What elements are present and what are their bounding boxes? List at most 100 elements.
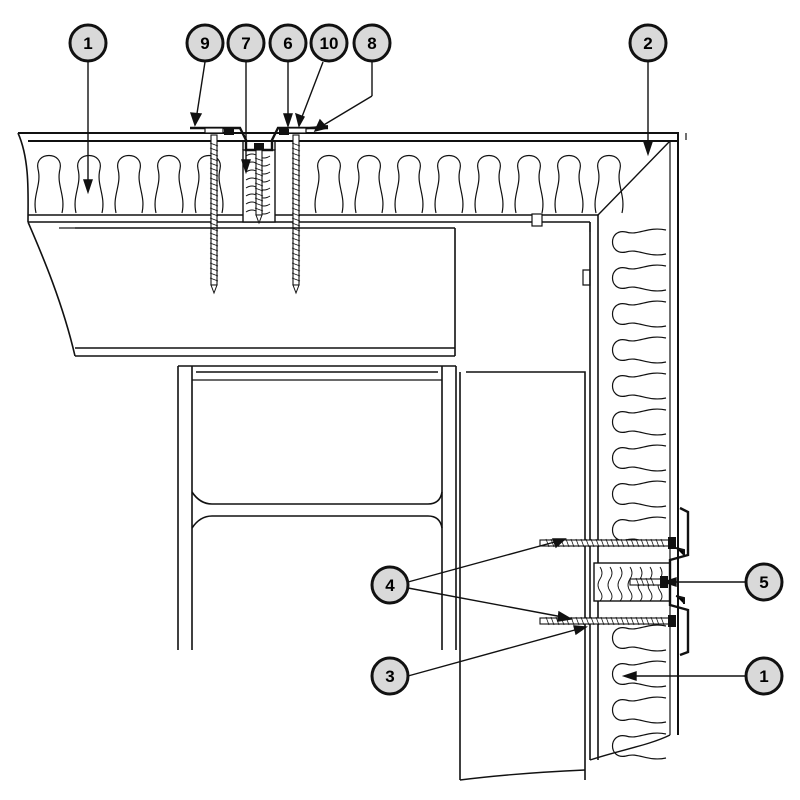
callout-1-wall-label: 1	[759, 667, 768, 686]
callout-1-roof-label: 1	[83, 34, 92, 53]
insulation-lamella	[612, 228, 667, 256]
screw-thread	[254, 192, 264, 197]
roof-panel-joint	[190, 125, 329, 295]
screw-thread	[209, 187, 219, 192]
screw-tip	[292, 284, 300, 295]
screw-thread	[209, 157, 219, 162]
screw-thread	[291, 197, 301, 202]
insulation-lamella	[34, 155, 64, 214]
screw-thread	[640, 616, 645, 626]
callout-4: 4	[370, 565, 410, 605]
screw-thread	[595, 616, 600, 626]
callout-4-label: 4	[385, 576, 395, 595]
screw-thread	[291, 152, 301, 157]
screw-thread	[291, 272, 301, 277]
insulation-lamella	[314, 155, 344, 214]
insulation-lamella	[612, 336, 667, 364]
leader-lines	[83, 61, 745, 681]
screw-thread	[291, 232, 301, 237]
screw-thread	[650, 616, 655, 626]
screw-thread	[291, 217, 301, 222]
screw-thread	[254, 172, 264, 177]
screw-thread	[291, 242, 301, 247]
screw-thread	[645, 616, 650, 626]
callout-6-label: 6	[283, 34, 292, 53]
screw-thread	[610, 538, 615, 548]
screw-thread	[254, 162, 264, 167]
screw-thread	[545, 538, 550, 548]
screw-thread	[630, 616, 635, 626]
callout-2: 2	[628, 23, 668, 63]
insulation-lamella	[612, 264, 667, 292]
callout-10-label: 10	[320, 34, 339, 53]
insulation-lamella	[114, 155, 144, 214]
screw-thread	[655, 538, 660, 548]
insulation-lamella	[612, 372, 667, 400]
screw-thread	[209, 222, 219, 227]
screw-thread	[630, 538, 635, 548]
screw-thread	[620, 538, 625, 548]
screw-thread	[254, 167, 264, 172]
insulation-lamella	[612, 408, 667, 436]
filler-hatch	[617, 566, 623, 602]
screw-thread	[545, 616, 550, 626]
screw-thread	[645, 538, 650, 548]
roof-screws	[209, 134, 301, 295]
screw-thread	[291, 177, 301, 182]
screw-thread	[209, 262, 219, 267]
steel-column	[177, 365, 457, 650]
screw-thread	[291, 142, 301, 147]
screw-thread	[209, 192, 219, 197]
screw-thread	[209, 277, 219, 282]
screw-thread	[254, 177, 264, 182]
screw-thread	[209, 167, 219, 172]
screw-thread	[291, 182, 301, 187]
screw-thread	[600, 616, 605, 626]
screw-head	[668, 537, 676, 549]
screw-thread	[209, 197, 219, 202]
callout-9-label: 9	[200, 34, 209, 53]
screw-thread	[291, 212, 301, 217]
screw-thread	[209, 232, 219, 237]
screw-thread	[605, 616, 610, 626]
screw-thread	[291, 237, 301, 242]
screw-thread	[209, 152, 219, 157]
screw-thread	[565, 538, 570, 548]
wall-rail	[459, 213, 591, 781]
screw-thread	[291, 257, 301, 262]
filler-hatch	[627, 566, 633, 602]
screw-tip	[210, 284, 218, 295]
callout-7: 7	[226, 23, 266, 63]
insulation-lamella	[612, 732, 667, 760]
screw-thread	[209, 202, 219, 207]
screw-thread	[291, 267, 301, 272]
screw-thread	[635, 616, 640, 626]
screw-thread	[209, 217, 219, 222]
callout-6: 6	[268, 23, 308, 63]
wall-insulation-hatch	[612, 228, 667, 760]
screw-thread	[254, 197, 264, 202]
screw-thread	[590, 538, 595, 548]
callout-1-roof: 1	[68, 23, 108, 63]
screw-tip	[255, 214, 263, 225]
screw-thread	[254, 202, 264, 207]
screw-thread	[595, 538, 600, 548]
callout-1-wall: 1	[744, 656, 784, 696]
screw-thread	[605, 538, 610, 548]
screw-thread	[209, 207, 219, 212]
screw-thread	[615, 538, 620, 548]
insulation-lamella	[194, 155, 224, 214]
callout-7-label: 7	[241, 34, 250, 53]
screw-thread	[209, 237, 219, 242]
screw-thread	[600, 538, 605, 548]
screw-thread	[254, 207, 264, 212]
insulation-lamella	[612, 516, 667, 544]
screw-thread	[209, 257, 219, 262]
screw-thread	[291, 157, 301, 162]
steel-beam	[27, 221, 456, 357]
screw-thread	[575, 538, 580, 548]
screw-thread	[209, 147, 219, 152]
insulation-lamella	[612, 696, 667, 724]
insulation-lamella	[154, 155, 184, 214]
